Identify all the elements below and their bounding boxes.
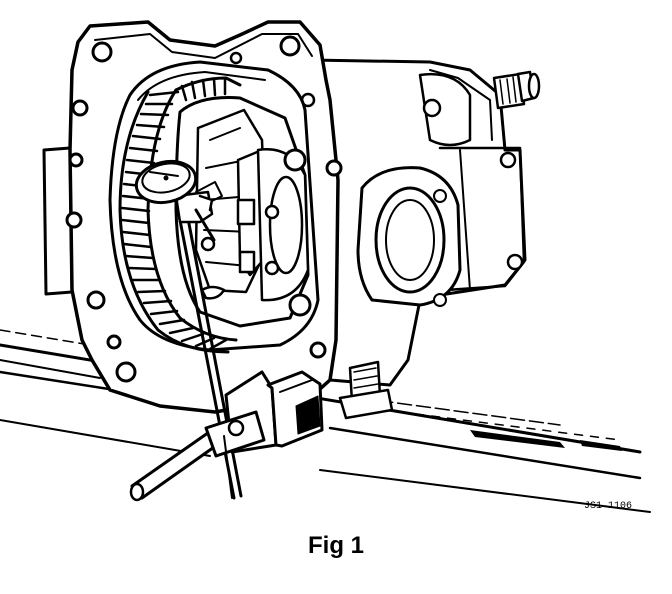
pinion-shaft (492, 70, 541, 110)
differential-case (174, 96, 312, 328)
dial-gauge-icon (134, 159, 216, 252)
drain-plug (338, 360, 394, 420)
indicator-stand (129, 206, 266, 502)
side-bearing-boss (356, 166, 462, 307)
figure-caption: Fig 1 (307, 532, 364, 559)
figure-code: JS1 1106 (584, 501, 632, 512)
flange-bolt-holes (65, 35, 343, 383)
